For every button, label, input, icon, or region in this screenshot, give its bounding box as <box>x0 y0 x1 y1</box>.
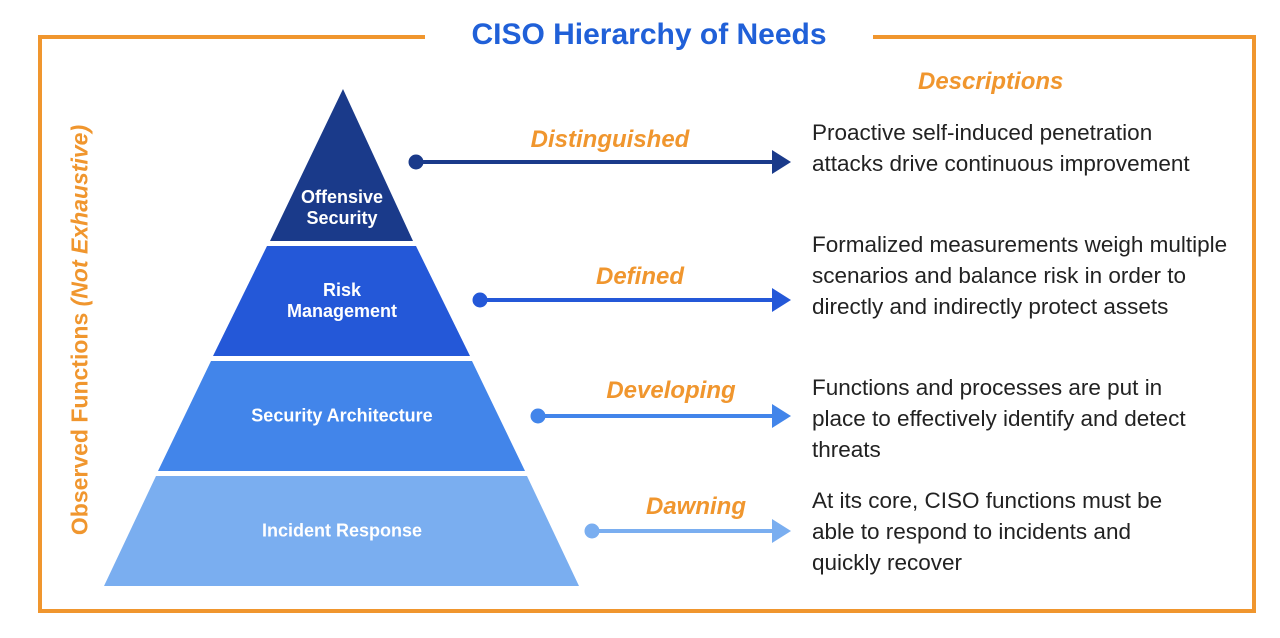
arrow-defined <box>472 288 791 312</box>
descriptions-heading: Descriptions <box>918 68 1064 95</box>
diagram-title: CISO Hierarchy of Needs <box>471 18 827 51</box>
tier-label-incident-response: Incident Response <box>261 520 423 541</box>
level-defined: Defined <box>595 263 685 290</box>
description-distinguished: Proactive self-induced penetration attac… <box>812 120 1190 176</box>
level-dawning: Dawning <box>646 493 746 520</box>
pyramid-tier-incident-response <box>104 476 579 586</box>
arrow-distinguished <box>408 150 791 174</box>
pyramid-tier-risk-management <box>213 246 470 356</box>
description-developing: Functions and processes are put in place… <box>812 375 1186 462</box>
description-defined: Formalized measurements weigh multiple s… <box>812 232 1228 319</box>
arrow-developing <box>530 404 791 428</box>
level-distinguished: Distinguished <box>530 126 690 153</box>
level-developing: Developing <box>606 377 736 404</box>
tier-label-offensive-security: Offensive Security <box>300 187 384 228</box>
arrow-dawning <box>584 519 791 543</box>
pyramid-tier-offensive-security <box>270 89 413 241</box>
pyramid-tier-security-architecture <box>158 361 525 471</box>
tier-label-risk-management: Risk Management <box>286 280 398 321</box>
title-gap <box>425 28 873 42</box>
tier-label-security-architecture: Security Architecture <box>251 405 433 426</box>
description-dawning: At its core, CISO functions must be able… <box>812 488 1163 575</box>
